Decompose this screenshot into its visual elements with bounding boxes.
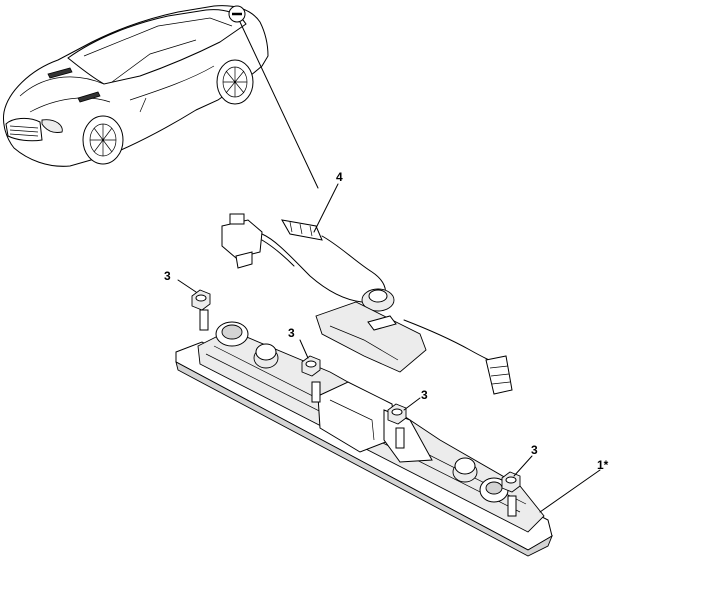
nut-lower-right <box>501 455 533 493</box>
nut-center <box>299 339 321 377</box>
lamp-assembly-illustration <box>175 309 601 557</box>
callout-lamp-assembly: 1* <box>597 458 609 472</box>
car-to-part-leader-line <box>239 21 319 189</box>
nut-right <box>387 397 421 425</box>
callout-nut-right: 3 <box>421 388 428 402</box>
wiring-harness-illustration <box>221 183 513 395</box>
flange-nuts-illustration <box>177 279 533 493</box>
callout-wiring-harness: 4 <box>336 170 343 184</box>
callout-nut-upper-left: 3 <box>164 269 171 283</box>
callout-nut-center: 3 <box>288 326 295 340</box>
car-overview-illustration <box>3 5 269 167</box>
nut-upper-left <box>177 279 211 311</box>
callout-nut-lower-right: 3 <box>531 443 538 457</box>
